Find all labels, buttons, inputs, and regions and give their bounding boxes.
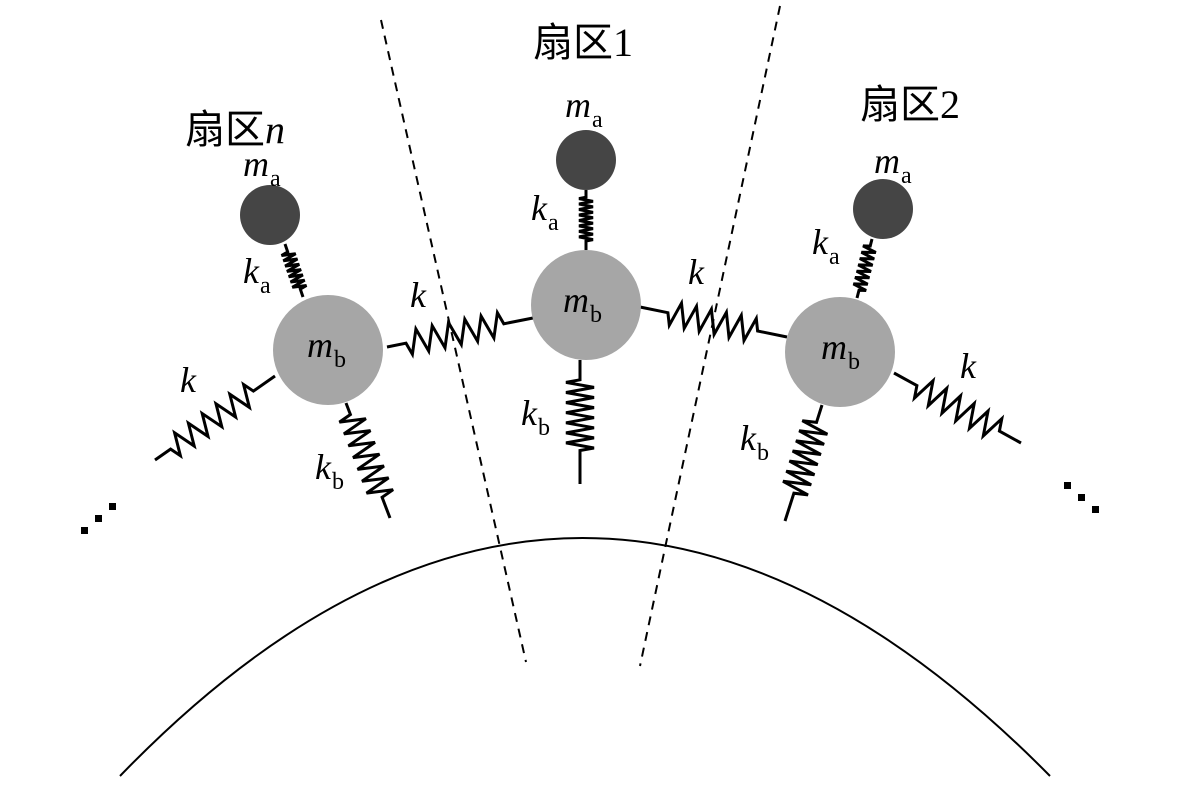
kb-center-label: kb [521,393,550,441]
k-left-center-label: k [410,275,427,315]
sector-boundary-right [639,5,781,667]
base-arc [119,537,1051,777]
sector-n-title: 扇区n [185,107,285,152]
mass-b-right [785,297,895,407]
spring-k-far-right [893,371,1022,445]
ellipsis-left [81,503,116,534]
k-center-right-label: k [688,252,705,292]
spring-kb-right [782,404,829,522]
k-far-right-label: k [960,346,977,386]
spring-k-far-left [154,374,276,462]
mass-a-center-label: ma [565,85,603,133]
spring-ka-left [280,243,308,298]
sector-2-title: 扇区2 [860,82,960,127]
mass-b-left-label: mb [307,325,346,373]
mass-a-left [240,185,300,245]
mass-a-right [853,179,913,239]
sector-1-title: 扇区1 [533,20,633,65]
spring-kb-left [338,402,394,519]
mass-b-center [531,250,641,360]
ka-center-label: ka [531,188,559,236]
mass-a-right-label: ma [874,141,912,189]
kb-left-label: kb [315,447,344,495]
k-far-left-label: k [180,360,197,400]
spring-group [154,190,1022,522]
spring-k-left-center [386,308,534,359]
sector-boundary-left [380,19,527,663]
ka-left-label: ka [243,251,271,299]
mass-b-left [273,295,383,405]
spring-kb-center [565,360,595,484]
mass-a-center [556,130,616,190]
spring-ka-center [578,190,594,250]
mass-a-left-label: ma [243,144,281,192]
kb-right-label: kb [740,418,769,466]
ellipsis-right [1064,482,1099,513]
mass-b-center-label: mb [563,280,602,328]
mass-b-right-label: mb [821,327,860,375]
spring-ka-right [852,238,877,299]
spring-k-center-right [639,298,788,346]
ka-right-label: ka [812,222,840,270]
